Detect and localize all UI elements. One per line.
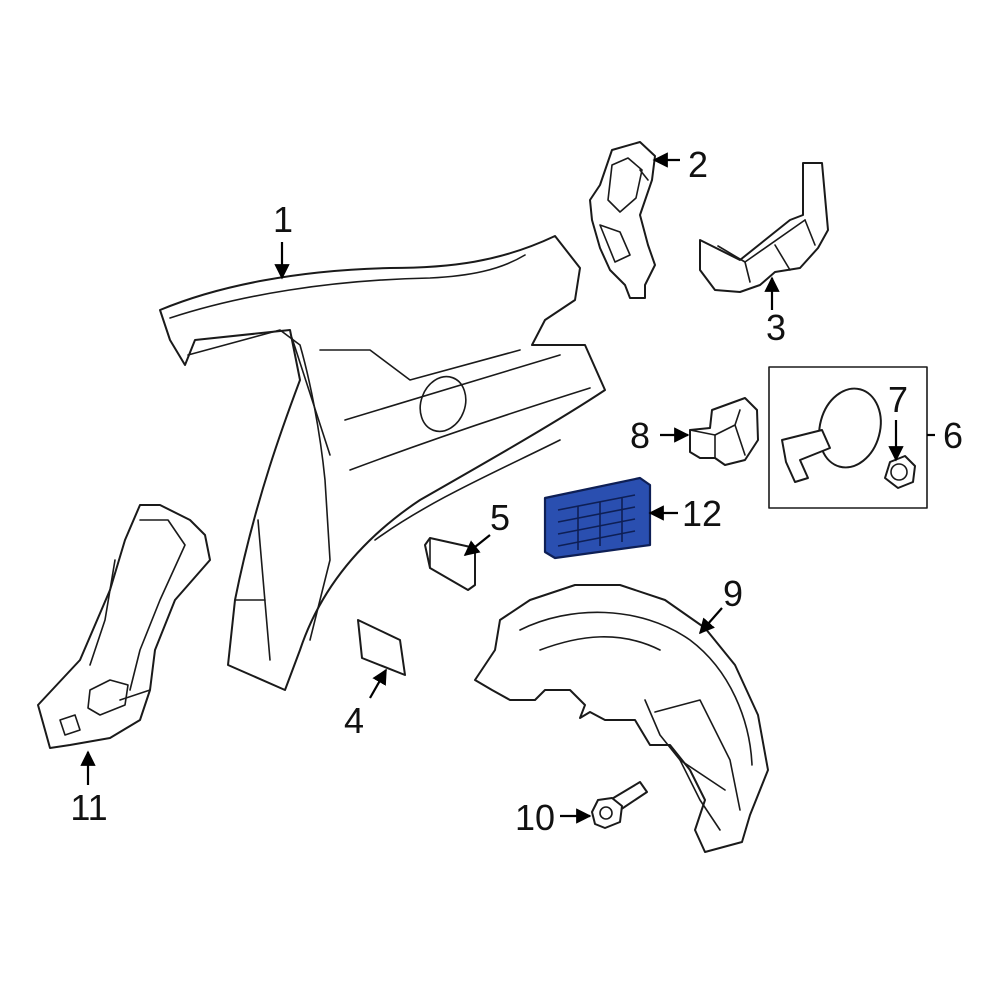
callout-5: 5 [490, 497, 510, 538]
leader-9 [698, 607, 723, 635]
callout-10: 10 [515, 797, 555, 838]
pressure-vent-part[interactable] [543, 476, 652, 560]
rear-rail-part[interactable] [699, 162, 829, 293]
leader-4 [369, 668, 387, 699]
small-seal-part[interactable] [424, 537, 476, 591]
patch-part[interactable] [357, 619, 406, 676]
callout-3: 3 [766, 307, 786, 348]
upper-bracket-part[interactable] [589, 141, 656, 299]
callout-labels: 1 2 3 4 5 6 7 8 9 10 11 12 [70, 144, 963, 838]
leader-lines [80, 152, 935, 824]
inner-pillar-part[interactable] [37, 504, 211, 749]
bolt-part[interactable] [591, 781, 648, 829]
fuel-housing-part[interactable] [689, 397, 759, 466]
wheelhouse-liner-part[interactable] [474, 584, 769, 853]
leader-5 [463, 534, 491, 556]
callout-7: 7 [888, 379, 908, 420]
fuel-door-nut-part[interactable] [884, 455, 916, 489]
fuel-door-kit-box [768, 366, 928, 509]
callout-12: 12 [682, 493, 722, 534]
callout-2: 2 [688, 144, 708, 185]
callout-11: 11 [70, 787, 107, 828]
callout-4: 4 [344, 700, 364, 741]
callout-8: 8 [630, 415, 650, 456]
callout-1: 1 [273, 199, 293, 240]
callout-9: 9 [723, 573, 743, 614]
quarter-panel-part[interactable] [159, 235, 606, 691]
callout-6: 6 [943, 415, 963, 456]
fuel-door-part[interactable] [781, 382, 889, 483]
